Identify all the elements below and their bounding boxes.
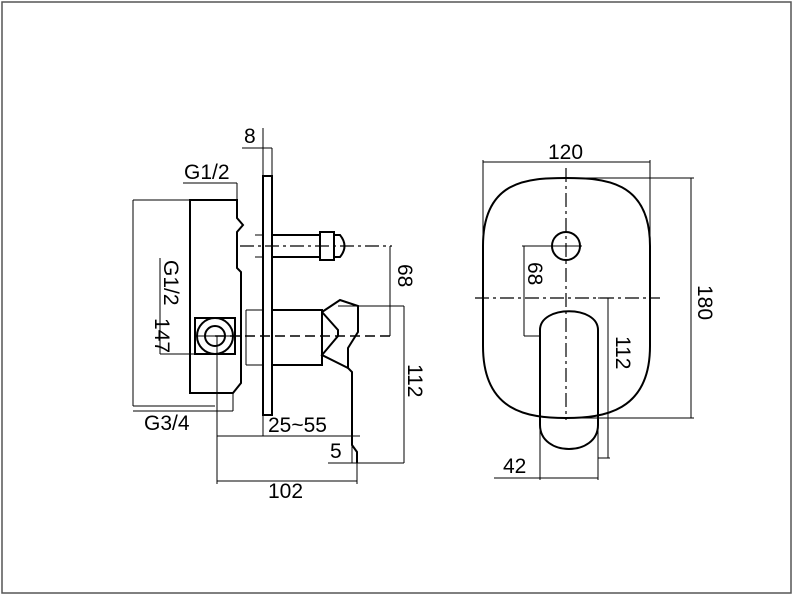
svg-text:112: 112 xyxy=(403,364,426,397)
cover-plate xyxy=(262,175,273,416)
svg-text:102: 102 xyxy=(268,480,303,503)
dim-side-thread: G1/2 xyxy=(159,258,195,355)
dim-center-distance: 68 xyxy=(522,245,548,337)
dim-lever-width: 42 xyxy=(494,425,599,480)
diverter-knob xyxy=(255,231,346,261)
dim-plate-thickness: 8 xyxy=(242,125,273,176)
svg-text:42: 42 xyxy=(503,455,526,478)
svg-text:G1/2: G1/2 xyxy=(159,260,182,306)
dim-width: 120 xyxy=(482,141,651,246)
svg-text:112: 112 xyxy=(611,336,634,369)
svg-text:25~55: 25~55 xyxy=(268,414,327,437)
mixer-lever-front xyxy=(539,310,599,450)
dim-height: 180 xyxy=(566,177,716,419)
side-view: 8 G1/2 147 G1/2 G3/4 xyxy=(132,125,426,503)
svg-text:147: 147 xyxy=(150,318,173,353)
dim-spout-drop: 68 xyxy=(389,246,416,336)
dim-body-height: 147 xyxy=(132,199,215,407)
front-view: 120 180 68 112 42 xyxy=(475,141,716,480)
dim-lever-length: 112 xyxy=(598,297,634,459)
svg-text:120: 120 xyxy=(548,141,583,164)
svg-text:8: 8 xyxy=(244,125,256,148)
dim-inlet-thread: G3/4 xyxy=(133,393,234,435)
dim-handle-height: 112 xyxy=(358,305,426,464)
svg-text:G1/2: G1/2 xyxy=(184,161,230,184)
svg-text:180: 180 xyxy=(693,285,716,320)
svg-text:68: 68 xyxy=(523,262,546,285)
svg-text:5: 5 xyxy=(330,440,342,463)
dim-top-thread: G1/2 xyxy=(183,161,238,200)
dim-install-depth: 25~55 xyxy=(217,414,360,437)
svg-text:G3/4: G3/4 xyxy=(144,412,190,435)
svg-text:68: 68 xyxy=(393,264,416,287)
dim-handle-offset: 5 xyxy=(328,440,368,464)
dim-total-depth: 102 xyxy=(216,336,358,503)
valve-body xyxy=(189,199,245,394)
